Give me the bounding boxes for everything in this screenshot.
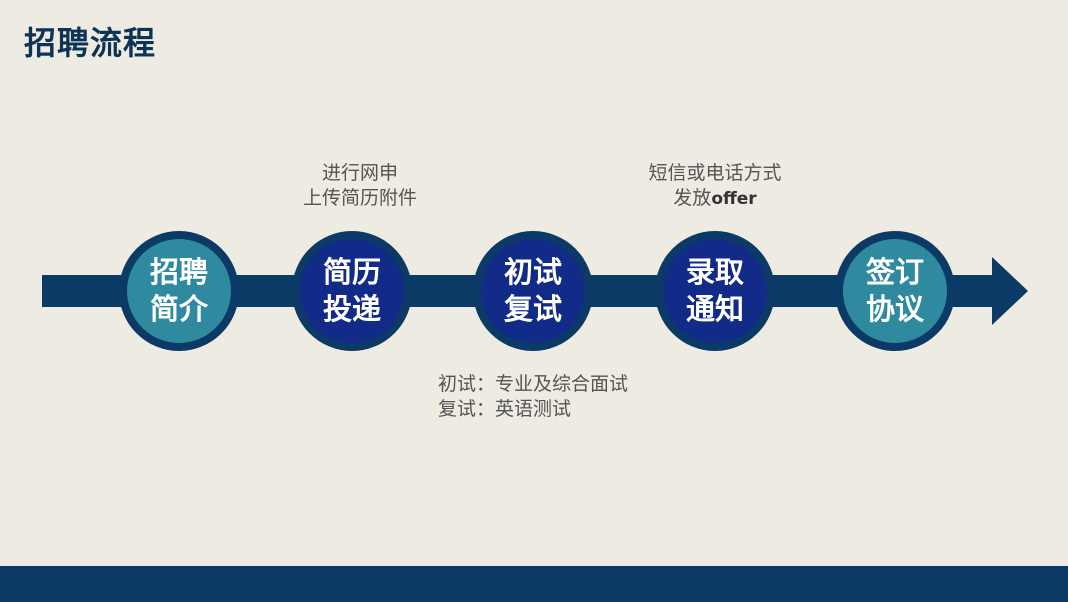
step-label-line2: 协议	[865, 292, 924, 326]
step-label-line1: 初试	[503, 255, 562, 289]
step-resume-submission: 简历 投递	[292, 231, 412, 351]
note-online-application: 进行网申 上传简历附件	[290, 161, 430, 211]
step-offer-notice: 录取 通知	[655, 231, 775, 351]
note-line: 初试：专业及综合面试	[438, 373, 629, 395]
note-interview-details: 初试：专业及综合面试 复试：英语测试	[438, 372, 628, 422]
step-interviews: 初试 复试	[473, 231, 593, 351]
arrow-right-icon	[992, 257, 1028, 325]
step-label-line2: 简介	[149, 292, 208, 326]
note-line: 发放offer	[635, 186, 795, 212]
step-label-line1: 简历	[322, 255, 381, 289]
step-label-line2: 复试	[503, 292, 562, 326]
step-label-line1: 签订	[865, 255, 924, 289]
offer-keyword: offer	[711, 189, 757, 209]
note-line: 上传简历附件	[302, 187, 417, 209]
note-line: 短信或电话方式	[648, 162, 782, 184]
page-title: 招聘流程	[24, 24, 157, 62]
step-recruitment-intro: 招聘 简介	[119, 231, 239, 351]
step-label-line1: 录取	[685, 255, 744, 289]
note-offer-delivery: 短信或电话方式 发放offer	[635, 161, 795, 212]
footer-band	[0, 566, 1068, 602]
note-text: 发放	[673, 187, 712, 209]
step-label-line2: 通知	[685, 292, 744, 326]
step-label-line2: 投递	[322, 292, 381, 326]
note-line: 复试：英语测试	[438, 398, 572, 420]
note-line: 进行网申	[321, 162, 398, 184]
step-label-line1: 招聘	[149, 255, 208, 289]
step-sign-agreement: 签订 协议	[835, 231, 955, 351]
